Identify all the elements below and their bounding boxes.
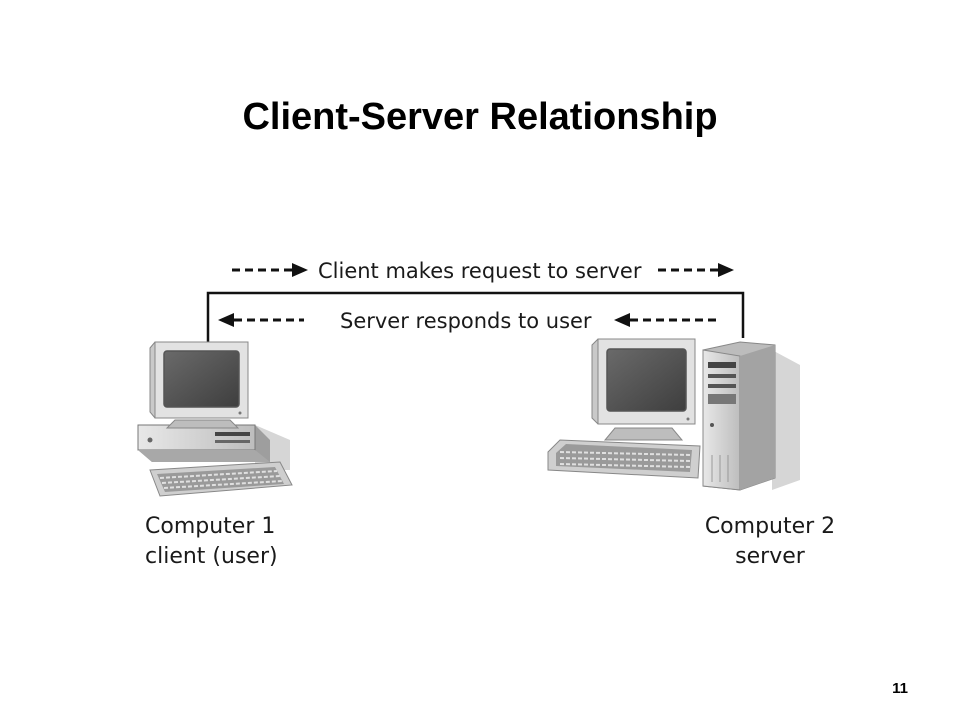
response-arrow-right	[614, 313, 720, 327]
server-caption: Computer 2 server	[700, 512, 840, 572]
response-label: Server responds to user	[340, 309, 592, 333]
server-computer-icon	[547, 338, 800, 491]
slide-title: Client-Server Relationship	[242, 96, 718, 138]
client-caption-line1: Computer 1	[145, 514, 276, 539]
client-caption-line2: client (user)	[145, 544, 278, 569]
client-caption: Computer 1 client (user)	[145, 512, 278, 572]
request-arrow-right	[658, 263, 734, 277]
connection-line	[206, 291, 745, 343]
page-number: 11	[892, 680, 908, 697]
server-caption-line2: server	[735, 544, 805, 569]
request-label: Client makes request to server	[318, 259, 642, 283]
client-computer-icon	[137, 341, 293, 497]
response-arrow-left	[218, 313, 304, 327]
request-arrow-left	[232, 263, 308, 277]
server-caption-line1: Computer 2	[704, 514, 836, 539]
